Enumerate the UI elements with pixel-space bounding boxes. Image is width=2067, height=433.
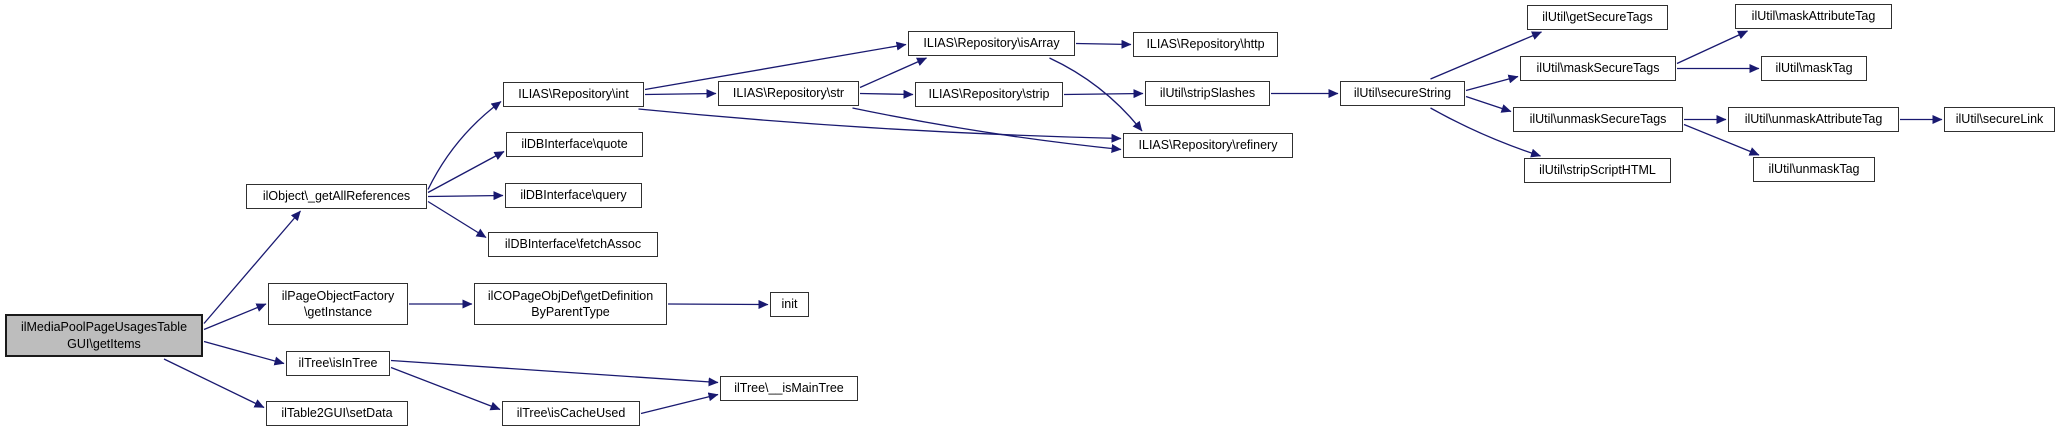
edge-secureString-to-maskSecureTags (1465, 74, 1519, 92)
edge-copage-def-to-init (667, 299, 769, 309)
edge-getAllReferences-to-db-fetchAssoc (427, 200, 487, 239)
edge-getAllReferences-to-db-quote (427, 150, 505, 194)
edge-repo-isArray-to-repo-refinery (1049, 57, 1143, 132)
edge-root-to-isInTree (203, 340, 285, 366)
edge-isCacheUsed-to-isMainTree (640, 392, 719, 415)
edge-maskSecureTags-to-maskAttributeTag (1676, 30, 1748, 65)
graph-node-db-fetchAssoc[interactable]: ilDBInterface\fetchAssoc (488, 232, 658, 257)
graph-node-stripSlashes[interactable]: ilUtil\stripSlashes (1145, 81, 1270, 106)
graph-node-label: ilTree\__isMainTree (734, 381, 844, 396)
graph-node-label: ilPageObjectFactory \getInstance (281, 288, 395, 320)
edge-unmaskSecureTags-to-unmaskTag (1683, 123, 1760, 156)
graph-node-stripScriptHTML[interactable]: ilUtil\stripScriptHTML (1524, 158, 1671, 183)
graph-node-repo-isArray[interactable]: ILIAS\Repository\isArray (908, 31, 1075, 56)
edge-repo-int-to-repo-str (644, 89, 717, 99)
edge-getAllReferences-to-db-query (427, 191, 504, 201)
graph-node-label: ILIAS\Repository\http (1146, 37, 1265, 52)
graph-node-label: ilUtil\getSecureTags (1542, 10, 1653, 25)
graph-node-label: ilUtil\stripSlashes (1159, 86, 1256, 101)
graph-node-getSecureTags[interactable]: ilUtil\getSecureTags (1527, 5, 1668, 30)
graph-node-repo-int[interactable]: ILIAS\Repository\int (503, 82, 644, 107)
graph-node-label: ilUtil\secureString (1353, 86, 1452, 101)
graph-node-unmaskSecureTags[interactable]: ilUtil\unmaskSecureTags (1513, 107, 1683, 132)
graph-node-secureString[interactable]: ilUtil\secureString (1340, 81, 1465, 106)
graph-node-label: ilMediaPoolPageUsagesTable GUI\getItems (20, 320, 188, 351)
edge-repo-str-to-repo-isArray (859, 57, 927, 89)
edge-root-to-getAllReferences (203, 210, 301, 324)
edge-secureString-to-getSecureTags (1430, 31, 1542, 80)
edge-secureString-to-unmaskSecureTags (1465, 95, 1512, 113)
graph-node-label: ilCOPageObjDef\getDefinition ByParentTyp… (487, 288, 654, 320)
graph-node-label: ILIAS\Repository\int (518, 87, 629, 102)
edge-root-to-page-factory (203, 303, 267, 331)
graph-node-label: ilUtil\unmaskSecureTags (1529, 112, 1667, 127)
graph-node-label: ilUtil\maskAttributeTag (1751, 9, 1876, 24)
graph-node-copage-def[interactable]: ilCOPageObjDef\getDefinition ByParentTyp… (474, 283, 667, 325)
graph-node-label: ilDBInterface\fetchAssoc (504, 237, 642, 252)
graph-node-init[interactable]: init (770, 292, 809, 317)
graph-node-label: ilDBInterface\query (520, 188, 627, 203)
graph-node-label: ilObject\_getAllReferences (262, 189, 411, 204)
graph-node-label: ilUtil\maskTag (1775, 61, 1853, 76)
edge-repo-int-to-repo-isArray (644, 41, 907, 91)
graph-node-label: ILIAS\Repository\isArray (923, 36, 1060, 51)
graph-node-label: ilUtil\unmaskAttributeTag (1744, 112, 1883, 127)
graph-node-root: ilMediaPoolPageUsagesTable GUI\getItems (5, 314, 203, 357)
edge-repo-strip-to-stripSlashes (1063, 89, 1144, 99)
graph-node-label: ILIAS\Repository\str (732, 86, 845, 101)
graph-node-getAllReferences[interactable]: ilObject\_getAllReferences (246, 184, 427, 209)
edge-root-to-setData (163, 358, 265, 409)
graph-node-db-quote[interactable]: ilDBInterface\quote (506, 132, 643, 157)
graph-node-label: ilUtil\unmaskTag (1768, 162, 1860, 177)
graph-node-isCacheUsed[interactable]: ilTree\isCacheUsed (502, 401, 640, 426)
graph-node-db-query[interactable]: ilDBInterface\query (505, 183, 642, 208)
graph-node-repo-refinery[interactable]: ILIAS\Repository\refinery (1123, 133, 1293, 158)
graph-node-label: ilTree\isInTree (298, 356, 378, 371)
edge-isInTree-to-isMainTree (390, 359, 719, 387)
graph-node-isInTree[interactable]: ilTree\isInTree (286, 351, 390, 376)
graph-node-label: ILIAS\Repository\strip (928, 87, 1050, 102)
edge-getAllReferences-to-repo-int (427, 100, 502, 190)
graph-node-maskSecureTags[interactable]: ilUtil\maskSecureTags (1520, 56, 1676, 81)
graph-node-label: ILIAS\Repository\refinery (1138, 138, 1278, 153)
graph-node-repo-str[interactable]: ILIAS\Repository\str (718, 81, 859, 106)
graph-node-label: ilUtil\secureLink (1955, 112, 2044, 127)
graph-node-label: ilUtil\stripScriptHTML (1539, 163, 1656, 178)
graph-node-label: ilTable2GUI\setData (281, 406, 393, 421)
graph-node-unmaskAttributeTag[interactable]: ilUtil\unmaskAttributeTag (1728, 107, 1899, 132)
graph-node-page-factory[interactable]: ilPageObjectFactory \getInstance (268, 283, 408, 325)
graph-node-repo-strip[interactable]: ILIAS\Repository\strip (915, 82, 1063, 107)
graph-node-label: init (781, 297, 798, 312)
graph-node-label: ilUtil\maskSecureTags (1536, 61, 1660, 76)
edge-secureString-to-stripScriptHTML (1430, 107, 1541, 158)
graph-node-maskAttributeTag[interactable]: ilUtil\maskAttributeTag (1735, 4, 1892, 29)
graph-node-secureLink[interactable]: ilUtil\secureLink (1944, 107, 2055, 132)
edge-repo-str-to-repo-refinery (852, 107, 1122, 154)
edge-repo-str-to-repo-strip (859, 89, 914, 99)
graph-node-unmaskTag[interactable]: ilUtil\unmaskTag (1753, 157, 1875, 182)
edge-repo-int-to-repo-refinery (638, 108, 1122, 143)
graph-node-label: ilTree\isCacheUsed (516, 406, 626, 421)
graph-node-label: ilDBInterface\quote (521, 137, 628, 152)
graph-node-setData[interactable]: ilTable2GUI\setData (266, 401, 408, 426)
graph-node-isMainTree[interactable]: ilTree\__isMainTree (720, 376, 858, 401)
edge-isInTree-to-isCacheUsed (390, 366, 501, 411)
graph-node-maskTag[interactable]: ilUtil\maskTag (1761, 56, 1867, 81)
edge-repo-isArray-to-repo-http (1075, 39, 1132, 49)
graph-node-repo-http[interactable]: ILIAS\Repository\http (1133, 32, 1278, 57)
